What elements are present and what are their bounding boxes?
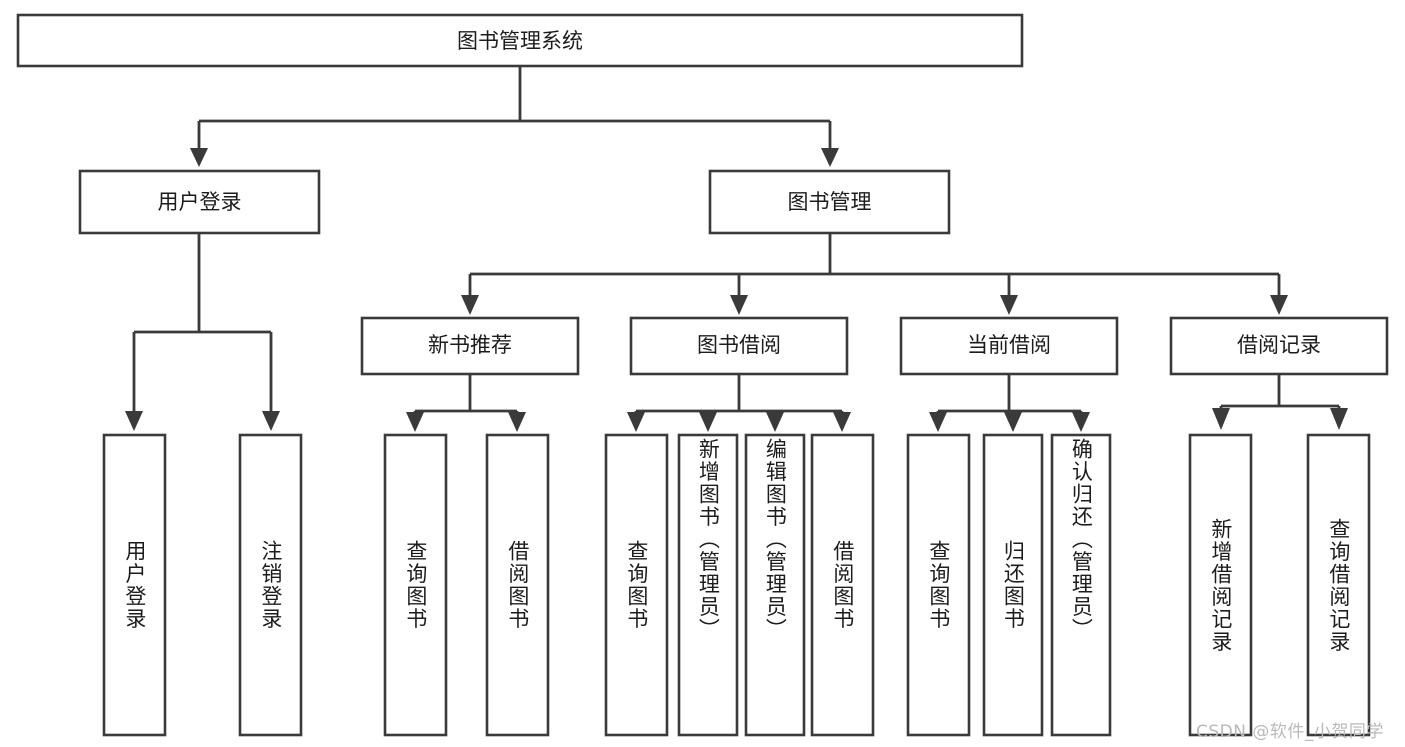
arrow-head-leaf-user-login (125, 411, 143, 431)
connector-group-book-mgmt-children (461, 233, 1288, 315)
connector-group-root-to-level2 (190, 66, 839, 167)
node-box-root-system[interactable] (16, 13, 1024, 68)
arrow-head-leaf-query-record (1330, 408, 1348, 430)
leaf-box-user-login[interactable] (102, 433, 167, 737)
arrow-head-book-borrow (730, 295, 748, 315)
leaf-box-add-borrow-record[interactable] (1188, 433, 1253, 737)
arrow-head-leaf-borrow-book-1 (508, 412, 526, 432)
arrow-head-leaf-add-book (699, 412, 717, 432)
arrow-head-leaf-edit-book (766, 412, 784, 432)
leaf-box-borrow-book[interactable] (810, 433, 875, 737)
arrow-head-leaf-add-record (1212, 408, 1230, 430)
connector-group-borrow-record-children (1212, 374, 1348, 430)
node-box-borrow-record[interactable] (1169, 316, 1389, 376)
arrow-head-borrow-record (1270, 295, 1288, 315)
leaf-box-query-book-rec[interactable] (383, 433, 448, 737)
arrow-head-leaf-return-book (1004, 412, 1022, 432)
arrow-head-current-borrow (1000, 295, 1018, 315)
arrow-head-user-login (190, 148, 208, 167)
csdn-watermark: CSDN @软件_小贺同学 (1196, 722, 1384, 742)
node-box-new-book-recommend[interactable] (360, 316, 580, 376)
node-box-current-borrow[interactable] (899, 316, 1119, 376)
connector-group-current-borrow-children (929, 374, 1090, 432)
arrow-head-leaf-query-book-1 (406, 412, 424, 432)
leaf-box-confirm-return-admin[interactable] (1050, 433, 1112, 737)
node-label-new-book-recommend: 新书推荐 (428, 333, 512, 357)
leaf-box-query-book-current[interactable] (906, 433, 971, 737)
connector-group-book-borrow-children (627, 374, 851, 432)
leaf-box-query-book-borrow[interactable] (604, 433, 669, 737)
arrow-head-leaf-borrow-book-2 (833, 412, 851, 432)
arrow-head-leaf-logout (262, 411, 280, 431)
arrow-head-book-mgmt (821, 148, 839, 167)
node-label-current-borrow: 当前借阅 (967, 333, 1051, 357)
leaf-box-query-borrow-record[interactable] (1306, 433, 1371, 737)
node-label-book-management: 图书管理 (788, 190, 872, 214)
node-label-root-system: 图书管理系统 (457, 29, 583, 53)
leaf-box-add-book-admin[interactable] (677, 433, 739, 737)
arrow-head-leaf-confirm-return (1072, 412, 1090, 432)
node-label-borrow-record: 借阅记录 (1237, 333, 1321, 357)
connector-group-new-book-rec-children (406, 374, 526, 432)
node-box-user-login[interactable] (78, 169, 321, 235)
node-box-book-management[interactable] (708, 169, 951, 235)
arrow-head-new-book-rec (461, 295, 479, 315)
node-box-book-borrow[interactable] (629, 316, 849, 376)
node-label-book-borrow: 图书借阅 (697, 333, 781, 357)
arrow-head-leaf-query-book-2 (627, 412, 645, 432)
node-label-user-login: 用户登录 (158, 190, 242, 214)
leaf-box-return-book[interactable] (982, 433, 1044, 737)
leaf-box-edit-book-admin[interactable] (744, 433, 806, 737)
leaf-box-logout[interactable] (238, 433, 303, 737)
arrow-head-leaf-query-book-3 (929, 412, 947, 432)
connector-group-user-login-children (125, 233, 280, 431)
leaf-box-borrow-book-rec[interactable] (485, 433, 550, 737)
